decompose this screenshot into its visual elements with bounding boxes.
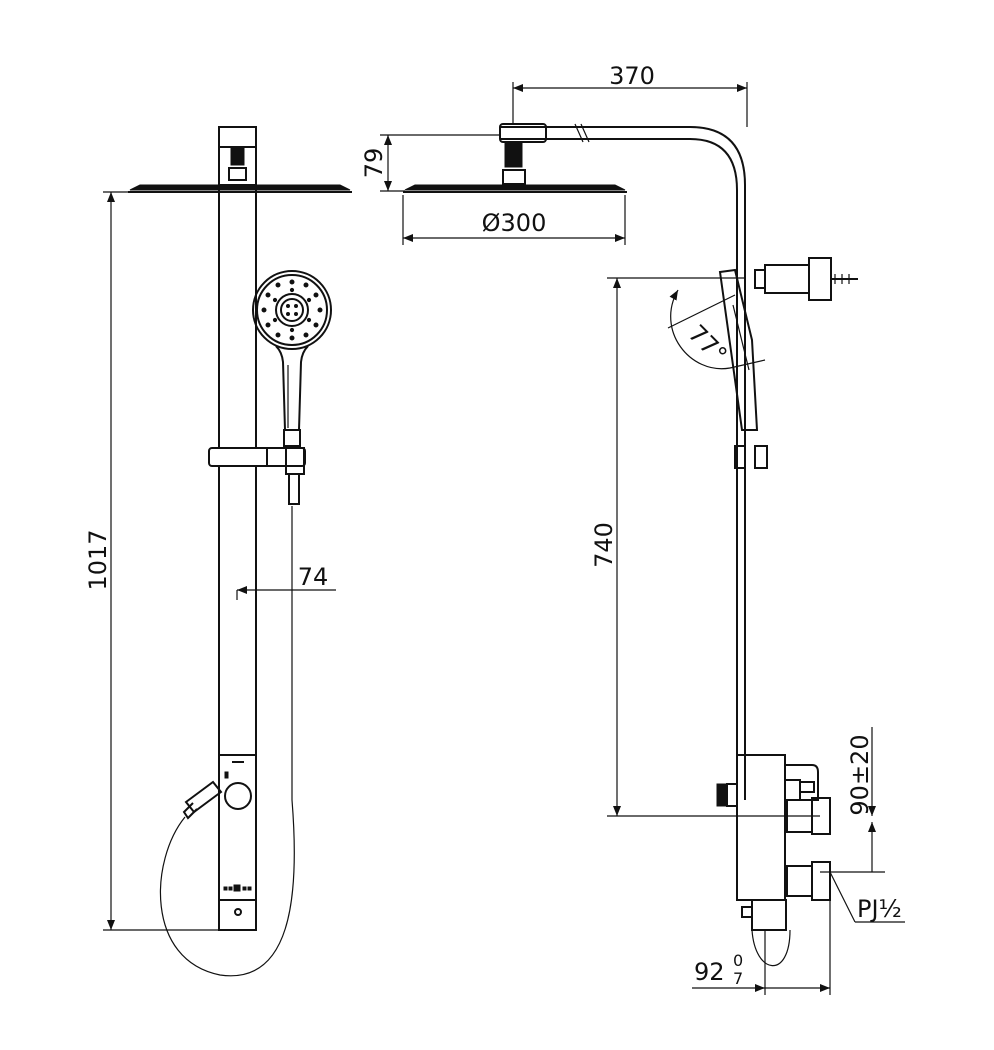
hose: [159, 506, 295, 977]
label-inlet-spacing: 90±20: [846, 734, 874, 815]
side-view: 77° 370 79: [360, 62, 905, 995]
thermostatic-mixer-front: [182, 754, 257, 931]
label-inlet-thread: PJ½: [857, 895, 902, 923]
ball-joint: [230, 146, 245, 166]
front-view: 1017 74: [84, 126, 352, 977]
thermostatic-mixer-side: [716, 754, 831, 967]
dim-inlet-spacing: 90±20: [820, 727, 885, 873]
dim-arm-length: 370: [512, 62, 748, 127]
label-arm-length: 370: [609, 62, 655, 90]
dim-inlet-thread: PJ½: [829, 871, 905, 923]
dim-total-height: 1017: [84, 191, 219, 931]
label-wall-offset: 92: [694, 958, 725, 986]
label-tilt-angle: 77°: [683, 319, 733, 369]
dim-head-diameter: Ø300: [402, 195, 626, 245]
dim-head-height: 79: [360, 134, 500, 192]
dim-wall-offset: 92 0 7: [692, 900, 831, 995]
label-head-diameter: Ø300: [482, 209, 547, 237]
label-wall-offset-tol-lower: 7: [733, 969, 743, 988]
dim-bracket-height: 740: [590, 277, 820, 817]
label-hand-shower-offset: 74: [298, 563, 329, 591]
label-head-height: 79: [360, 148, 388, 179]
shower-arm-outer: [500, 126, 746, 800]
shower-arm-inner: [500, 138, 738, 800]
label-total-height: 1017: [84, 529, 112, 590]
hand-shower-side: [718, 268, 768, 469]
hand-shower-front: [252, 270, 332, 447]
wall-bracket: [754, 257, 858, 301]
rain-head-side: [403, 184, 627, 193]
label-bracket-height: 740: [590, 522, 618, 568]
slide-bar-holder: [208, 447, 306, 467]
label-wall-offset-tol-upper: 0: [733, 951, 743, 970]
dim-hand-shower-offset: 74: [237, 563, 336, 594]
top-cap: [218, 126, 257, 148]
rain-head-front: [128, 184, 352, 193]
